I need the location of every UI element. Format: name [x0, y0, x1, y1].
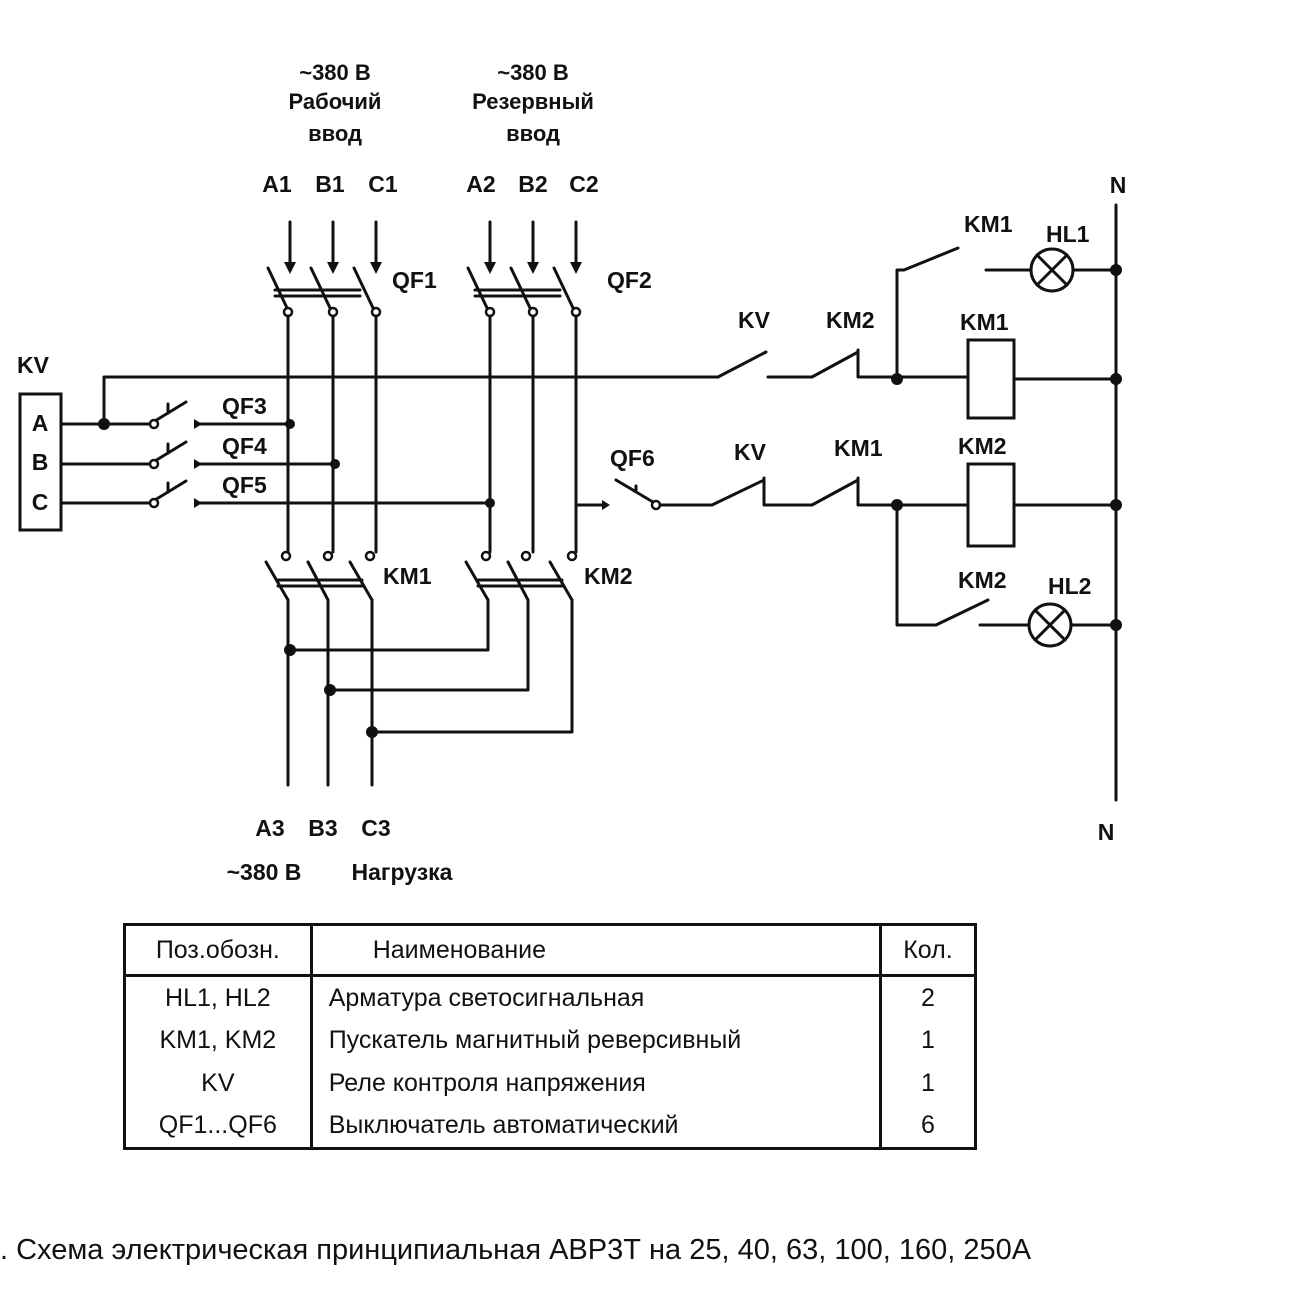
table-row: HL1, HL2 Арматура светосигнальная 2 [123, 975, 978, 1020]
control-row-2: QF6 KV KM1 KM2 [574, 433, 1122, 548]
row1-kv-label: KV [738, 307, 771, 333]
table-cell-quantity: 2 [878, 975, 978, 1020]
kv-terminal-c: C [32, 489, 49, 515]
table-cell-designation: QF1...QF6 [123, 1104, 313, 1149]
header-name: Наименование [309, 924, 882, 977]
km2-contacts: KM2 [284, 550, 633, 738]
qf4-label: QF4 [222, 433, 267, 459]
load-label: Нагрузка [352, 859, 453, 885]
reserve-input-label: Резервный [472, 89, 594, 114]
qf3-qf5-breakers: QF3 QF4 QF5 [59, 375, 720, 509]
reserve-input-label-2: ввод [506, 121, 560, 146]
reserve-bus [488, 314, 578, 554]
phase-a2-label: A2 [466, 171, 495, 197]
table-cell-name: Реле контроля напряжения [309, 1061, 882, 1105]
km1-coil-label: KM1 [960, 309, 1009, 335]
kv-label: KV [17, 352, 50, 378]
hl2-contact-label: KM2 [958, 567, 1007, 593]
header-quantity: Кол. [878, 924, 978, 977]
qf1-label: QF1 [392, 267, 437, 293]
row2-km1-label: KM1 [834, 435, 883, 461]
kv-relay: KV A B C [17, 352, 63, 532]
table-cell-quantity: 1 [878, 1061, 978, 1105]
km1-power-label: KM1 [383, 563, 432, 589]
table-cell-name: Арматура светосигнальная [309, 975, 882, 1020]
km2-coil-label: KM2 [958, 433, 1007, 459]
km2-power-label: KM2 [584, 563, 633, 589]
row1-km2-label: KM2 [826, 307, 875, 333]
table-cell-designation: KM1, KM2 [123, 1019, 313, 1062]
table-cell-name: Выключатель автоматический [309, 1104, 882, 1149]
hl2-branch: KM2 HL2 [895, 503, 1122, 648]
phase-c2-label: C2 [569, 171, 598, 197]
table-cell-designation: KV [123, 1061, 313, 1105]
qf3-label: QF3 [222, 393, 267, 419]
phase-c3-label: C3 [361, 815, 390, 841]
phase-b3-label: B3 [308, 815, 337, 841]
phase-a3-label: A3 [255, 815, 284, 841]
control-row-1: KV KM2 KM1 [716, 307, 1122, 420]
phase-c1-label: C1 [368, 171, 398, 197]
kv-terminal-b: B [32, 449, 49, 475]
figure-caption: . Схема электрическая принципиальная АВР… [0, 1234, 1032, 1266]
qf6-label: QF6 [610, 445, 655, 471]
hl2-lamp-label: HL2 [1048, 573, 1091, 599]
hl1-contact-label: KM1 [964, 211, 1013, 237]
hl1-lamp-label: HL1 [1046, 221, 1090, 247]
working-input-voltage: ~380 В [299, 60, 371, 85]
phase-b2-label: B2 [518, 171, 547, 197]
load-voltage-label: ~380 В [227, 859, 302, 885]
km1-contacts: KM1 [264, 550, 432, 787]
header-designation: Поз.обозн. [123, 924, 313, 977]
working-input-label: Рабочий [289, 89, 382, 114]
parts-table: Поз.обозн. Наименование Кол. HL1, HL2 Ар… [123, 923, 978, 1150]
reserve-input-voltage: ~380 В [497, 60, 569, 85]
working-input-label-2: ввод [308, 121, 362, 146]
qf2-breaker [466, 266, 582, 318]
qf5-label: QF5 [222, 472, 267, 498]
table-row: KM1, KM2 Пускатель магнитный реверсивный… [123, 1019, 978, 1062]
row2-kv-label: KV [734, 439, 767, 465]
table-cell-name: Пускатель магнитный реверсивный [309, 1019, 882, 1062]
qf1-breaker [266, 266, 382, 318]
neutral-top-label: N [1110, 172, 1127, 198]
input-arrows [284, 220, 582, 274]
phase-a1-label: A1 [262, 171, 292, 197]
table-row: QF1...QF6 Выключатель автоматический 6 [123, 1104, 978, 1149]
working-bus [286, 314, 378, 554]
phase-b1-label: B1 [315, 171, 345, 197]
table-cell-designation: HL1, HL2 [123, 975, 313, 1020]
qf2-label: QF2 [607, 267, 652, 293]
table-cell-quantity: 1 [878, 1019, 978, 1062]
table-header-row: Поз.обозн. Наименование Кол. [123, 924, 978, 977]
table-row: KV Реле контроля напряжения 1 [123, 1061, 978, 1105]
neutral-bottom-label: N [1098, 819, 1115, 845]
table-cell-quantity: 6 [878, 1104, 978, 1149]
hl1-branch: KM1 HL1 [895, 211, 1122, 381]
kv-terminal-a: A [32, 410, 49, 436]
